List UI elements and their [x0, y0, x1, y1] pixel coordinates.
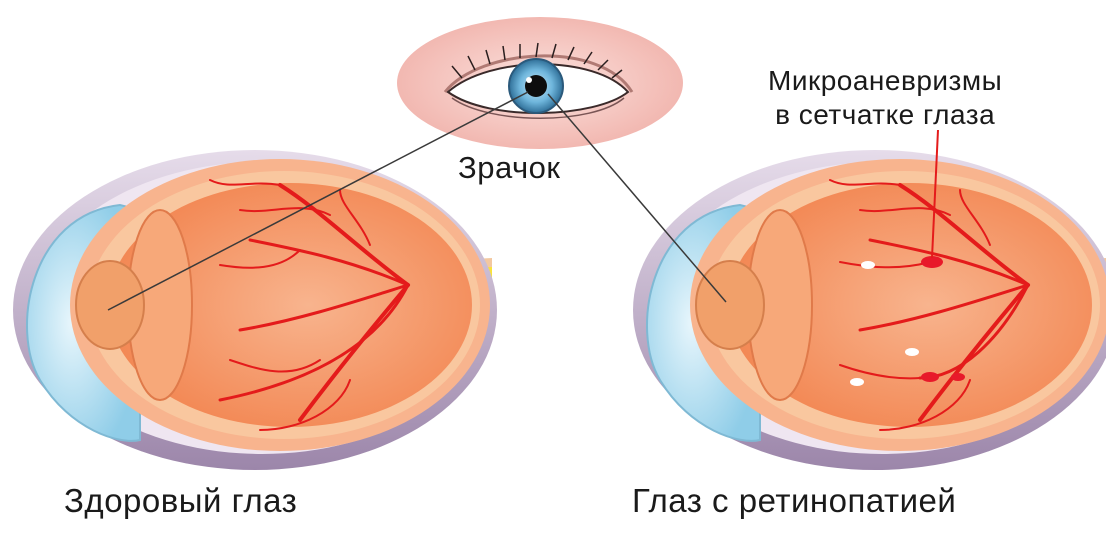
healthy-eye-cross-section: [13, 150, 497, 470]
lens: [696, 261, 764, 349]
eye-closeup-icon: [397, 17, 683, 149]
microaneurysms-label-line2: в сетчатке глаза: [768, 98, 1002, 132]
microaneurysms-label: Микроаневризмы в сетчатке глаза: [768, 64, 1002, 132]
healthy-eye-caption: Здоровый глаз: [64, 482, 297, 520]
microaneurysms-label-line1: Микроаневризмы: [768, 64, 1002, 98]
pupil-label: Зрачок: [458, 150, 560, 186]
lens: [76, 261, 144, 349]
retinopathy-eye-caption: Глаз с ретинопатией: [632, 482, 956, 520]
retinopathy-eye-cross-section: [633, 130, 1106, 470]
